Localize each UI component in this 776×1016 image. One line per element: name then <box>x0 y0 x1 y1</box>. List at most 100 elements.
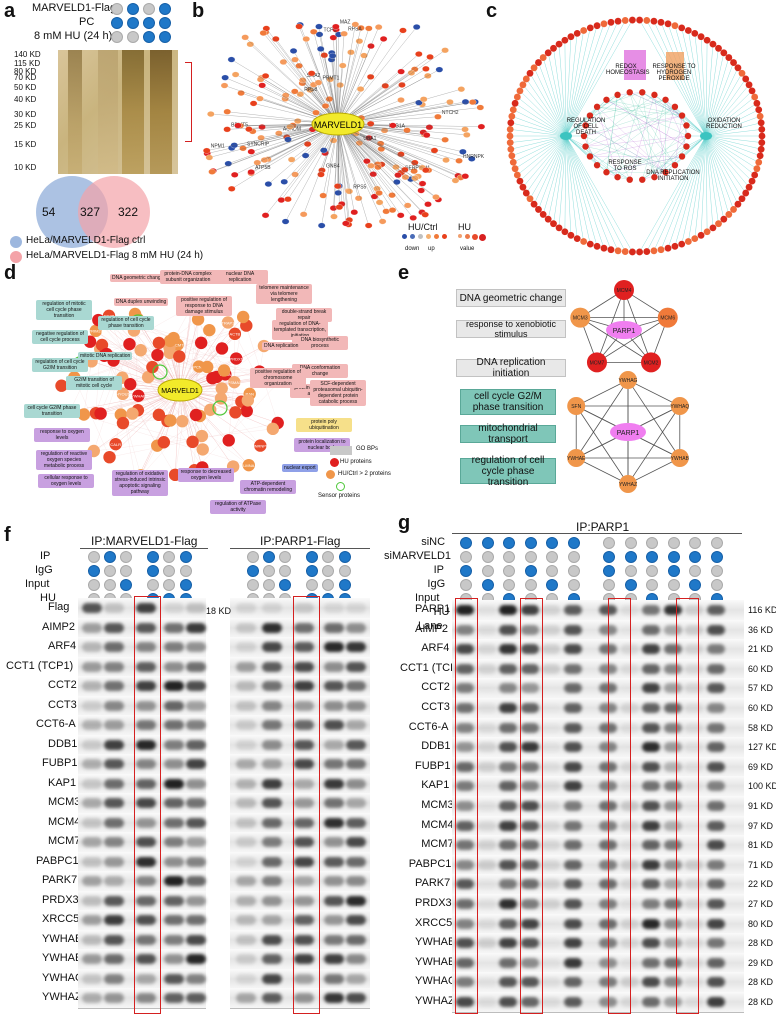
edge <box>565 92 630 137</box>
protein-node <box>621 17 629 24</box>
condition-dot <box>305 551 318 563</box>
band <box>706 938 725 949</box>
band <box>104 603 124 613</box>
protein-node <box>684 238 692 245</box>
edge <box>565 23 605 137</box>
edge <box>705 78 746 137</box>
protein-node <box>683 143 690 150</box>
protein-node <box>295 23 303 30</box>
protein-node <box>506 139 514 147</box>
edge <box>101 344 199 367</box>
edge <box>565 25 598 137</box>
band <box>499 644 517 655</box>
band <box>542 820 560 831</box>
protein-node <box>164 414 177 427</box>
go-term-box: DNA duplex unwinding <box>114 298 169 306</box>
protein-node <box>215 342 229 355</box>
protein-node <box>451 177 460 184</box>
protein-node <box>691 30 699 37</box>
kd-label: 58 KD <box>748 722 774 733</box>
protein-label: YWHAZ <box>415 995 455 1007</box>
protein-label: FUBP1 <box>415 759 451 772</box>
edge <box>653 135 707 251</box>
marker-label: 70 KD <box>14 73 37 82</box>
edge <box>263 32 339 125</box>
edge <box>681 115 707 137</box>
condition-dot <box>603 565 615 577</box>
protein-node <box>379 35 388 42</box>
band <box>706 918 725 929</box>
edge <box>660 135 707 250</box>
protein-node <box>526 69 534 77</box>
edge <box>617 94 676 166</box>
protein-label: YWHAE <box>131 394 146 399</box>
band <box>236 642 256 652</box>
band <box>324 603 344 613</box>
band <box>542 742 560 752</box>
band <box>685 918 703 929</box>
protein-label: TRAP1 <box>222 320 236 325</box>
protein-node <box>476 104 485 111</box>
band <box>104 642 124 652</box>
protein-node <box>94 407 107 420</box>
band <box>706 644 725 655</box>
edge <box>510 129 567 137</box>
legend-hu-ctrl: HU/Ctrl <box>408 222 438 232</box>
panel-b-network: BRMT5NTCH2SYNCRIPACADMRPS8SMA2RAB1ATCP1C… <box>202 20 486 229</box>
protein-node <box>550 44 557 52</box>
protein-node <box>299 211 308 218</box>
band <box>186 817 206 828</box>
protein-node <box>123 337 136 351</box>
band <box>478 781 496 791</box>
edge <box>565 135 633 253</box>
protein-node <box>173 350 186 363</box>
band <box>82 856 102 867</box>
condition-dot <box>279 579 292 591</box>
edge <box>617 94 666 173</box>
band <box>563 742 582 753</box>
protein-node <box>757 145 765 153</box>
condition-dot <box>127 3 139 15</box>
edge <box>674 115 683 166</box>
protein-node <box>151 348 164 362</box>
protein-node <box>507 145 515 153</box>
protein-node <box>157 436 171 449</box>
protein-node <box>742 189 750 197</box>
protein-node <box>580 238 588 245</box>
condition-dot <box>503 551 515 563</box>
protein-node <box>418 180 427 187</box>
edge <box>705 129 762 137</box>
protein-node <box>221 316 235 329</box>
protein-node <box>463 131 471 138</box>
band <box>478 879 496 889</box>
protein-label: PABPC1 <box>36 854 79 867</box>
band <box>663 781 682 792</box>
protein-label: YWHAG <box>42 971 84 984</box>
band <box>520 722 539 733</box>
edge <box>337 123 359 199</box>
band <box>324 973 344 984</box>
edge <box>337 123 342 205</box>
band <box>262 895 282 906</box>
condition-dot <box>624 551 637 563</box>
protein-node <box>364 222 373 229</box>
band <box>499 801 517 811</box>
band <box>82 661 102 672</box>
protein-node <box>519 81 527 89</box>
condition-dot <box>338 551 351 563</box>
protein-node <box>291 88 299 95</box>
e-term-dna-rep-init: DNA replication initiation <box>456 357 566 379</box>
edge <box>705 103 757 137</box>
g-highlight-lane10 <box>676 598 699 1014</box>
band <box>186 895 206 906</box>
band <box>499 761 517 772</box>
band <box>620 820 639 831</box>
legend-go-swatch <box>330 446 352 455</box>
protein-node <box>513 93 521 101</box>
band <box>456 663 474 674</box>
protein-node <box>258 82 266 89</box>
gel-bracket <box>185 62 192 142</box>
protein-label: PRDX1 <box>230 356 244 361</box>
marveld1-hub-node <box>311 112 365 136</box>
kd-label: 29 KD <box>748 957 774 968</box>
